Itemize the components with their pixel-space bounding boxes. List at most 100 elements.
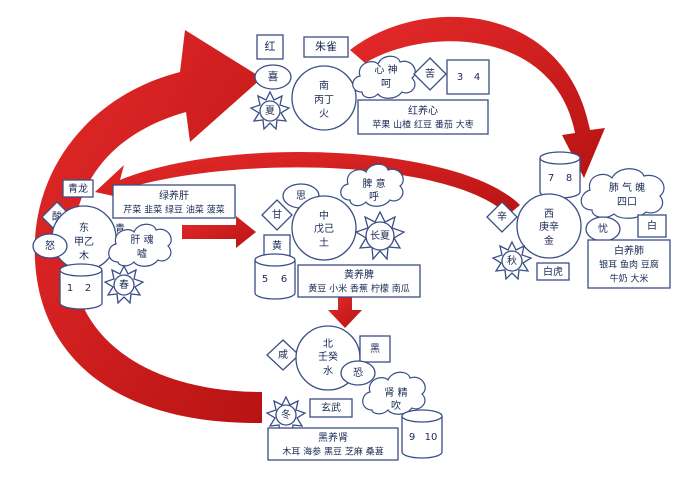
north-breath-label: 吹	[391, 399, 401, 412]
north-color-box	[359, 335, 391, 363]
south-breath-label: 呵	[381, 79, 391, 90]
center-number-1: 5	[262, 274, 268, 285]
south-season-label: 夏	[265, 105, 275, 117]
east-group: 青龙 绿养肝 芹菜 韭菜 绿豆 油菜 菠菜 酸 东 甲乙 木 怒 青 肝 魂 嘘…	[32, 179, 236, 310]
west-spirit-cloud-icon	[580, 168, 665, 219]
east-spirit-label: 肝 魂	[130, 233, 153, 246]
north-spirit-label: 肾 精	[384, 386, 407, 399]
east-season-label: 春	[119, 279, 129, 291]
north-group: 咸 北 壬癸 水 黑 恐 肾 精 吹 冬 玄武 黑养肾 木耳 海参 黑豆 芝麻 …	[265, 325, 443, 461]
west-direction: 西	[544, 209, 554, 220]
center-taste-diamond	[261, 199, 293, 231]
north-number-cylinder	[401, 409, 443, 459]
east-element: 木	[79, 250, 89, 262]
center-food-title: 黄养脾	[344, 268, 374, 281]
east-emotion-label: 怒	[45, 239, 55, 252]
east-number-1: 1	[67, 283, 73, 294]
east-food-items: 芹菜 韭菜 绿豆 油菜 菠菜	[123, 204, 224, 216]
west-element: 金	[544, 234, 554, 247]
south-stems: 丙丁	[314, 95, 334, 106]
north-element: 水	[323, 365, 333, 377]
east-food-box	[112, 184, 236, 219]
south-emotion-label: 喜	[268, 70, 279, 83]
west-season-sun-icon	[491, 240, 533, 281]
west-color-label: 白	[647, 219, 657, 232]
north-number-2: 10	[425, 432, 438, 443]
east-stems: 甲乙	[74, 236, 94, 248]
east-breath-label: 嘘	[137, 247, 147, 260]
south-main-circle	[291, 65, 357, 131]
west-number-1: 7	[548, 173, 554, 184]
north-animal-box	[309, 398, 353, 418]
south-season-sun-icon	[249, 90, 291, 131]
south-spirit-cloud-icon	[352, 55, 416, 99]
west-season-label: 秋	[507, 254, 517, 267]
center-element: 土	[319, 236, 329, 249]
east-number-2: 2	[85, 283, 91, 294]
center-stems: 戊己	[314, 223, 334, 235]
arrow-east-to-center	[182, 216, 256, 248]
arrow-south-to-west	[350, 16, 605, 179]
arrow-center-to-north	[328, 296, 362, 328]
east-season-sun-icon	[103, 264, 145, 305]
east-animal-label: 青龙	[68, 182, 88, 195]
west-group: 7 8 肺 气 魄 四口 辛 西 庚辛 金 忧 白 秋 白虎 白养肺 银耳 鱼肉…	[486, 151, 671, 289]
center-taste-label: 甘	[272, 208, 282, 221]
center-spirit-cloud-icon	[340, 163, 404, 207]
south-number-box	[446, 59, 490, 95]
north-animal-label: 玄武	[321, 401, 341, 414]
west-stems: 庚辛	[539, 220, 559, 233]
north-color-label: 黑	[370, 343, 380, 355]
south-spirit-label: 心 神	[374, 63, 397, 76]
north-taste-diamond	[266, 339, 300, 371]
west-color-box	[637, 214, 667, 238]
center-emotion-label: 思	[296, 190, 306, 202]
north-food-title: 黑养肾	[318, 431, 348, 444]
west-animal-label: 白虎	[543, 265, 563, 278]
center-number-cylinder	[254, 253, 296, 300]
north-season-label: 冬	[281, 408, 291, 421]
west-emotion-label: 忧	[598, 222, 608, 235]
east-number-cylinder	[59, 263, 103, 310]
south-food-title: 红养心	[408, 104, 438, 117]
east-emotion-oval	[32, 233, 68, 259]
south-direction: 南	[319, 79, 329, 92]
east-color-label: 青	[115, 222, 125, 235]
center-number-2: 6	[281, 274, 287, 285]
south-color-box	[256, 34, 284, 60]
south-taste-label: 苦	[425, 67, 435, 80]
south-group: 红 朱雀 喜 夏 南 丙丁 火 心 神 呵 苦 3 4 红养心 苹果 山楂 红豆…	[249, 34, 490, 135]
arrow-west-to-east	[95, 152, 520, 215]
center-color-label: 黄	[272, 239, 282, 252]
west-food-items-1: 银耳 鱼肉 豆腐	[599, 259, 659, 271]
center-food-box	[297, 264, 421, 298]
west-breath-label: 四口	[617, 197, 637, 208]
north-stems: 壬癸	[318, 350, 338, 363]
west-taste-label: 辛	[497, 210, 507, 223]
east-direction: 东	[79, 221, 89, 234]
north-direction: 北	[323, 338, 333, 350]
west-main-circle	[516, 193, 582, 259]
west-number-cylinder	[539, 151, 581, 199]
east-food-title: 绿养肝	[159, 189, 189, 202]
south-food-items: 苹果 山楂 红豆 番茄 大枣	[372, 119, 473, 131]
center-group: 思 甘 中 戊己 土 黄 脾 意 呼 长夏 5 6 黄养脾 黄豆 小米 香蕉 柠…	[254, 163, 421, 300]
north-emotion-oval	[340, 360, 376, 386]
south-element: 火	[319, 108, 329, 120]
west-food-title: 白养肺	[614, 244, 644, 257]
center-food-items: 黄豆 小米 香蕉 柠檬 南瓜	[308, 283, 409, 295]
west-number-2: 8	[566, 173, 572, 184]
center-season-label: 长夏	[370, 230, 390, 242]
south-number-2: 4	[474, 72, 480, 83]
center-breath-label: 呼	[369, 191, 379, 203]
north-emotion-label: 恐	[353, 367, 363, 379]
west-food-items-2: 牛奶 大米	[610, 273, 649, 285]
south-emotion-oval	[254, 64, 292, 90]
west-food-box	[587, 239, 671, 289]
north-food-box	[267, 427, 399, 461]
arrow-north-to-south	[34, 30, 262, 424]
center-season-sun-icon	[354, 210, 406, 261]
west-taste-diamond	[486, 201, 518, 233]
south-color-label: 红	[265, 40, 276, 53]
north-food-items: 木耳 海参 黑豆 芝麻 桑葚	[282, 446, 383, 458]
